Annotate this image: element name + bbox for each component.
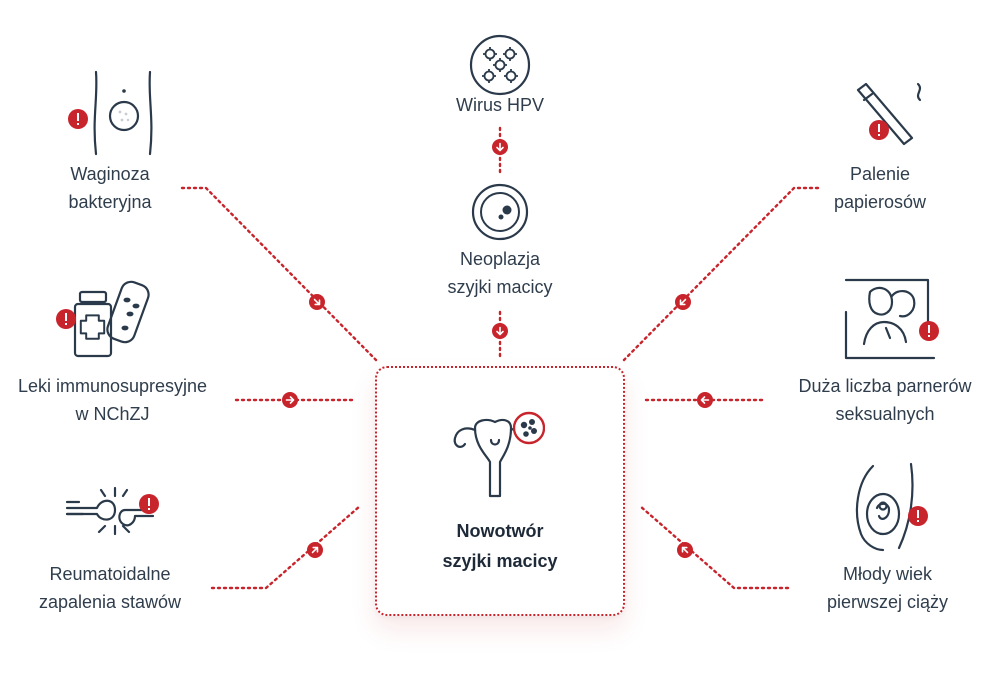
label-reumat-line2: zapalenia stawów xyxy=(38,592,182,612)
label-ciaza-line1: Młody wiek xyxy=(842,564,933,584)
cell-icon xyxy=(471,183,529,241)
cigarette-icon xyxy=(856,82,922,146)
arrow-icon xyxy=(309,294,325,310)
body-lump-icon xyxy=(93,70,153,156)
arrow-icon xyxy=(492,139,508,155)
exclamation-icon xyxy=(68,109,88,129)
label-leki: Leki immunosupresyjne w NChZJ xyxy=(0,372,225,428)
exclamation-icon xyxy=(139,494,159,514)
label-neoplazja-line1: Neoplazja xyxy=(459,249,541,269)
label-hpv-line1: Wirus HPV xyxy=(455,95,544,115)
label-leki-line2: w NChZJ xyxy=(75,404,150,424)
exclamation-icon xyxy=(869,120,889,140)
label-partnerzy-line2: seksualnych xyxy=(835,404,935,424)
label-neoplazja-line2: szyjki macicy xyxy=(447,277,553,297)
label-palenie: Palenie papierosów xyxy=(810,160,950,216)
label-partnerzy: Duża liczba parnerów seksualnych xyxy=(770,372,1000,428)
label-ciaza: Młody wiek pierwszej ciąży xyxy=(800,560,975,616)
arrow-icon xyxy=(697,392,713,408)
arrow-icon xyxy=(282,392,298,408)
exclamation-icon xyxy=(908,506,928,526)
arrow-icon xyxy=(675,294,691,310)
label-reumat-line1: Reumatoidalne xyxy=(49,564,171,584)
connector-reumat xyxy=(210,504,362,590)
label-reumat: Reumatoidalne zapalenia stawów xyxy=(20,560,200,616)
label-neoplazja: Neoplazja szyjki macicy xyxy=(385,245,615,301)
pregnancy-icon xyxy=(855,462,914,552)
arrow-icon xyxy=(677,542,693,558)
arrow-icon xyxy=(307,542,323,558)
center-title-line1: Nowotwór xyxy=(456,521,544,541)
label-hpv: Wirus HPV xyxy=(400,91,600,119)
connector-waginoza xyxy=(180,186,378,362)
label-partnerzy-line1: Duża liczba parnerów xyxy=(798,376,972,396)
label-waginoza-line1: Waginoza xyxy=(70,164,150,184)
label-ciaza-line2: pierwszej ciąży xyxy=(826,592,949,612)
couple-icon xyxy=(844,278,936,360)
connector-palenie xyxy=(622,186,820,362)
joint-pain-icon xyxy=(65,486,155,536)
medicine-icon xyxy=(73,280,150,358)
connector-ciaza xyxy=(638,504,790,590)
label-leki-line1: Leki immunosupresyjne xyxy=(17,376,208,396)
center-title-line2: szyjki macicy xyxy=(442,551,558,571)
arrow-icon xyxy=(492,323,508,339)
label-waginoza: Waginoza bakteryjna xyxy=(40,160,180,216)
label-waginoza-line2: bakteryjna xyxy=(68,192,152,212)
uterus-icon xyxy=(453,411,545,498)
exclamation-icon xyxy=(56,309,76,329)
center-title: Nowotwór szyjki macicy xyxy=(375,516,625,576)
exclamation-icon xyxy=(919,321,939,341)
virus-icon xyxy=(469,34,531,96)
label-palenie-line1: Palenie xyxy=(849,164,911,184)
label-palenie-line2: papierosów xyxy=(833,192,927,212)
arrow-badges xyxy=(282,139,713,558)
